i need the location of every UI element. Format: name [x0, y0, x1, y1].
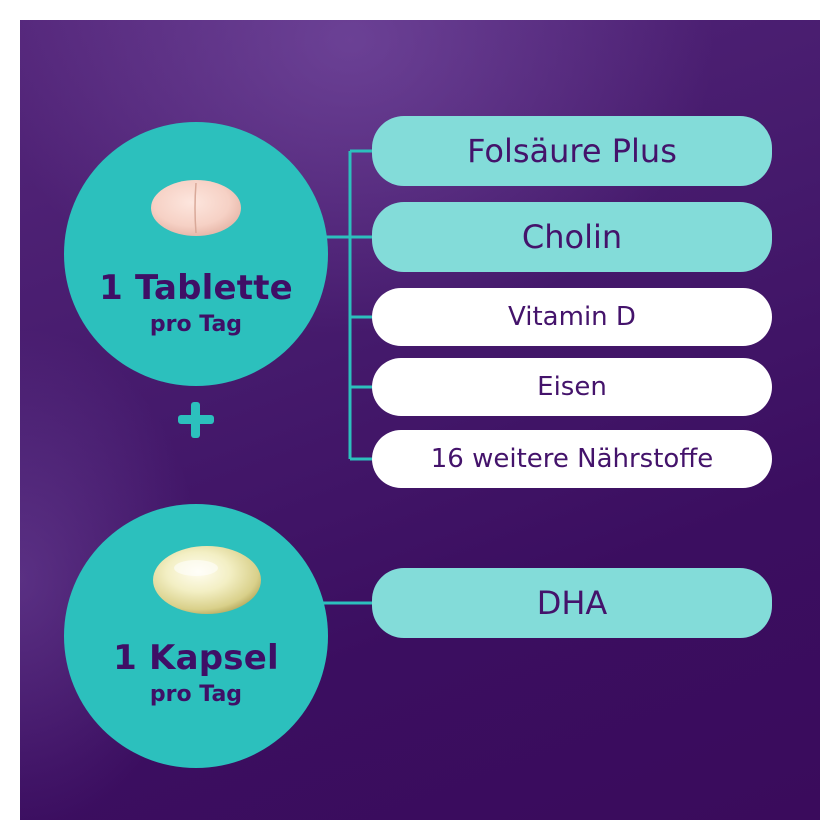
capsule-dose-title: 1 Kapsel — [113, 638, 279, 678]
capsule-circle: 1 Kapsel pro Tag — [64, 504, 328, 768]
nutrient-tag-eisen: Eisen — [372, 358, 772, 416]
tablet-pill-icon — [151, 180, 241, 236]
nutrient-tag-vitamin-d: Vitamin D — [372, 288, 772, 346]
nutrient-tag-dha: DHA — [372, 568, 772, 638]
nutrient-tag-weitere-naehrstoffe: 16 weitere Nährstoffe — [372, 430, 772, 488]
capsule-dose-frequency: pro Tag — [149, 682, 243, 707]
connector-lines — [310, 149, 372, 605]
nutrient-tag-cholin: Cholin — [372, 202, 772, 272]
tablet-dose-title: 1 Tablette — [99, 268, 293, 308]
nutrient-tag-folsaeure-plus: Folsäure Plus — [372, 116, 772, 186]
softgel-capsule-icon — [153, 546, 261, 614]
plus-icon — [176, 400, 216, 440]
infographic-canvas: 1 Tablette pro Tag 1 Kapsel pro Tag Fols… — [20, 20, 820, 820]
tablet-circle: 1 Tablette pro Tag — [64, 122, 328, 386]
tablet-dose-frequency: pro Tag — [149, 312, 243, 337]
